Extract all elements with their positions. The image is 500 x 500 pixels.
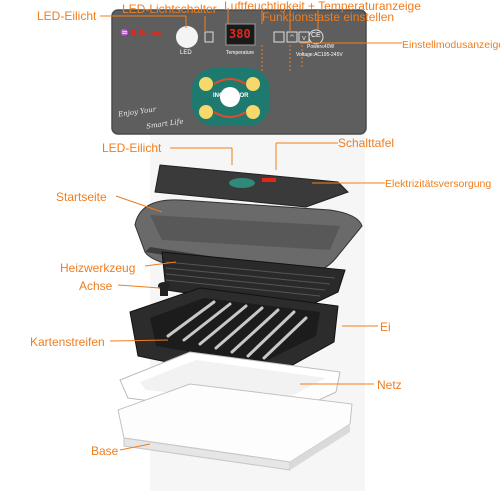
axle-graphic	[158, 282, 170, 296]
brand-logo: ♒ E-Sunuu	[120, 28, 163, 37]
callout-humidity-temp: Luftfeuchtigkeit + Temperaturanzeige	[224, 0, 421, 13]
callout-led-light-mid: LED-Eilicht	[102, 141, 162, 155]
control-board-graphic	[154, 164, 349, 208]
callout-power-supply: Elektrizitätsversorgung	[385, 178, 492, 190]
svg-text:^: ^	[289, 34, 295, 42]
base-graphic	[117, 383, 353, 471]
up-button-icon	[286, 31, 298, 43]
callout-function-key: Funktionstaste einstellen	[262, 10, 395, 24]
ce-mark: CE	[311, 32, 321, 39]
power-rating: Power≤40W	[307, 44, 335, 50]
callout-egg: Ei	[380, 320, 391, 334]
led-light-button	[176, 26, 198, 48]
led-switch-icon	[204, 31, 214, 43]
led-label: LED	[180, 50, 192, 56]
callout-led-light-top: LED-Eilicht	[37, 9, 97, 23]
incubator-logo-text: INCUBATOR	[213, 93, 249, 99]
callout-heater: Heizwerkzeug	[60, 261, 136, 275]
control-panel-graphic: ^ v	[111, 9, 367, 135]
callout-led-switch: LED-Lichtschalter	[122, 2, 217, 16]
callout-base: Base	[91, 444, 119, 458]
voltage-rating: Voltage:AC195-245V	[296, 52, 343, 58]
callout-top-cover: Startseite	[56, 190, 107, 204]
leader-lines	[100, 8, 402, 451]
display-screen	[225, 23, 256, 46]
callout-mode-display: Einstellmodusanzeige	[402, 39, 500, 51]
callout-axle: Achse	[79, 279, 113, 293]
ce-mark-icon	[308, 29, 324, 45]
callout-net: Netz	[377, 378, 402, 392]
callout-card-strips: Kartenstreifen	[30, 335, 105, 349]
display-label: Temperature	[226, 50, 255, 56]
display-value: 380	[229, 27, 251, 41]
svg-text:v: v	[302, 34, 306, 42]
callout-control-panel: Schalttafel	[338, 136, 395, 150]
set-button-icon	[273, 31, 285, 43]
